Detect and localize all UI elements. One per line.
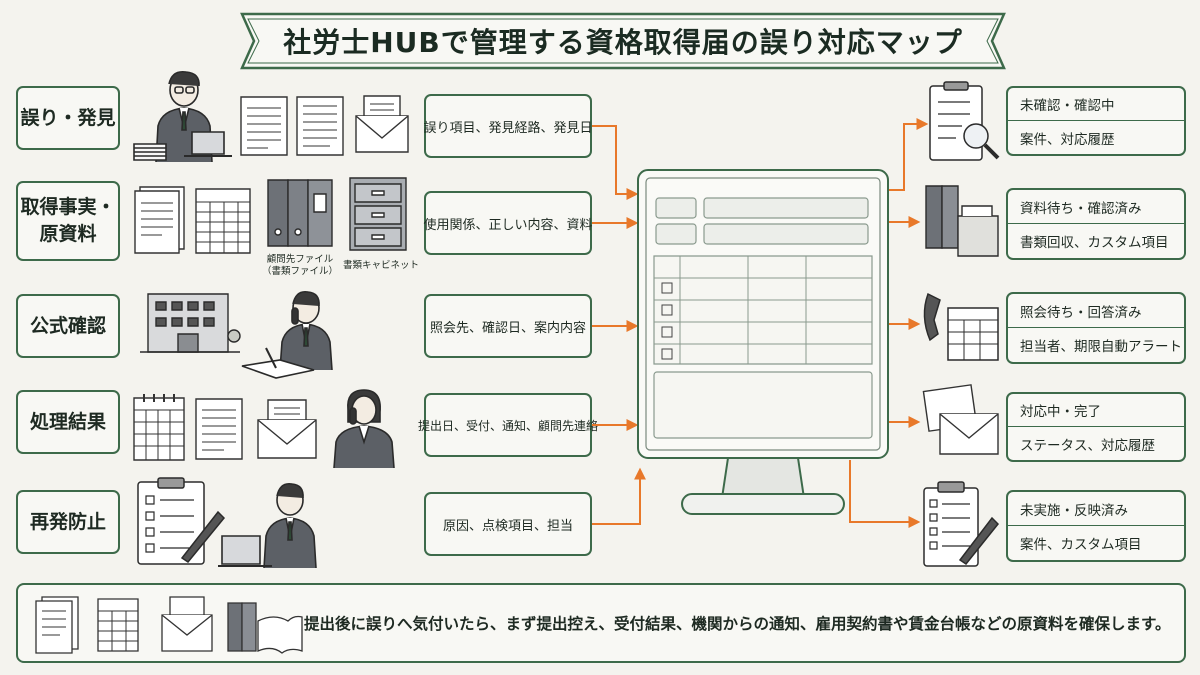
category-prevention: 再発防止 bbox=[16, 490, 120, 554]
status-label: 未確認・確認中 bbox=[1008, 88, 1184, 121]
person-on-phone-icon bbox=[240, 286, 350, 384]
envelope-icon bbox=[254, 396, 320, 462]
status-box-3: 照会待ち・回答済み 担当者、期限自動アラート bbox=[1006, 292, 1186, 364]
category-official-check: 公式確認 bbox=[16, 294, 120, 358]
cabinet-icon bbox=[344, 174, 412, 254]
field-box-prevention: 原因、点検項目、担当 bbox=[424, 492, 592, 556]
document-icon bbox=[192, 186, 254, 256]
document-stack-icon bbox=[32, 593, 302, 655]
status-box-1: 未確認・確認中 案件、対応履歴 bbox=[1006, 86, 1186, 156]
person-on-phone-icon bbox=[326, 386, 398, 470]
document-icon bbox=[238, 94, 290, 158]
cabinet-caption: 書類キャビネット bbox=[342, 260, 419, 271]
category-process-result: 処理結果 bbox=[16, 390, 120, 454]
document-icon bbox=[192, 396, 246, 462]
monitor-icon bbox=[636, 168, 890, 520]
office-building-icon bbox=[140, 290, 240, 356]
status-box-4: 対応中・完了 ステータス、対応履歴 bbox=[1006, 392, 1186, 462]
status-fields: 案件、カスタム項目 bbox=[1020, 537, 1142, 553]
banner-frame bbox=[240, 12, 1006, 70]
file-box-icon bbox=[922, 182, 1002, 262]
envelope-icon bbox=[920, 384, 1004, 464]
category-acquisition-facts: 取得事実・ 原資料 bbox=[16, 181, 120, 261]
magnifier-icon bbox=[926, 80, 1002, 164]
category-error-discovery: 誤り・発見 bbox=[16, 86, 120, 150]
status-label: 照会待ち・回答済み bbox=[1008, 294, 1184, 328]
status-label: 対応中・完了 bbox=[1008, 394, 1184, 427]
status-box-2: 資料待ち・確認済み 書類回収、カスタム項目 bbox=[1006, 188, 1186, 260]
document-icon bbox=[132, 185, 188, 255]
binder-icon bbox=[264, 174, 336, 250]
status-fields: 担当者、期限自動アラート bbox=[1020, 339, 1182, 355]
checklist-icon bbox=[134, 476, 226, 568]
field-box-acquisition: 使用関係、正しい内容、資料 bbox=[424, 191, 593, 255]
person-at-laptop-icon bbox=[132, 66, 234, 166]
status-label: 資料待ち・確認済み bbox=[1008, 190, 1184, 224]
telephone-icon bbox=[918, 288, 1002, 364]
title-banner: 社労士HUBで管理する資格取得届の誤り対応マップ bbox=[228, 10, 1018, 72]
status-fields: 書類回収、カスタム項目 bbox=[1020, 235, 1169, 251]
envelope-icon bbox=[352, 92, 410, 156]
binders-caption: 顧問先ファイル （書類ファイル） bbox=[261, 254, 338, 277]
page-title: 社労士HUBで管理する資格取得届の誤り対応マップ bbox=[283, 26, 963, 59]
document-icon bbox=[294, 94, 346, 158]
checklist-icon bbox=[920, 480, 1000, 570]
status-label: 未実施・反映済み bbox=[1008, 492, 1184, 526]
person-at-laptop-icon bbox=[218, 476, 334, 572]
field-box-error: 誤り項目、発見経路、発見日 bbox=[424, 94, 593, 158]
status-fields: ステータス、対応履歴 bbox=[1020, 437, 1155, 454]
footer-text: 提出後に誤りへ気付いたら、まず提出控え、受付結果、機関からの通知、雇用契約書や賃… bbox=[304, 615, 1171, 633]
field-box-result: 提出日、受付、通知、顧問先連絡 bbox=[418, 393, 598, 457]
field-box-official: 照会先、確認日、案内内容 bbox=[424, 294, 592, 358]
calendar-icon bbox=[130, 394, 188, 464]
status-fields: 案件、対応履歴 bbox=[1020, 131, 1115, 148]
footer-note: 提出後に誤りへ気付いたら、まず提出控え、受付結果、機関からの通知、雇用契約書や賃… bbox=[16, 583, 1186, 663]
status-box-5: 未実施・反映済み 案件、カスタム項目 bbox=[1006, 490, 1186, 562]
